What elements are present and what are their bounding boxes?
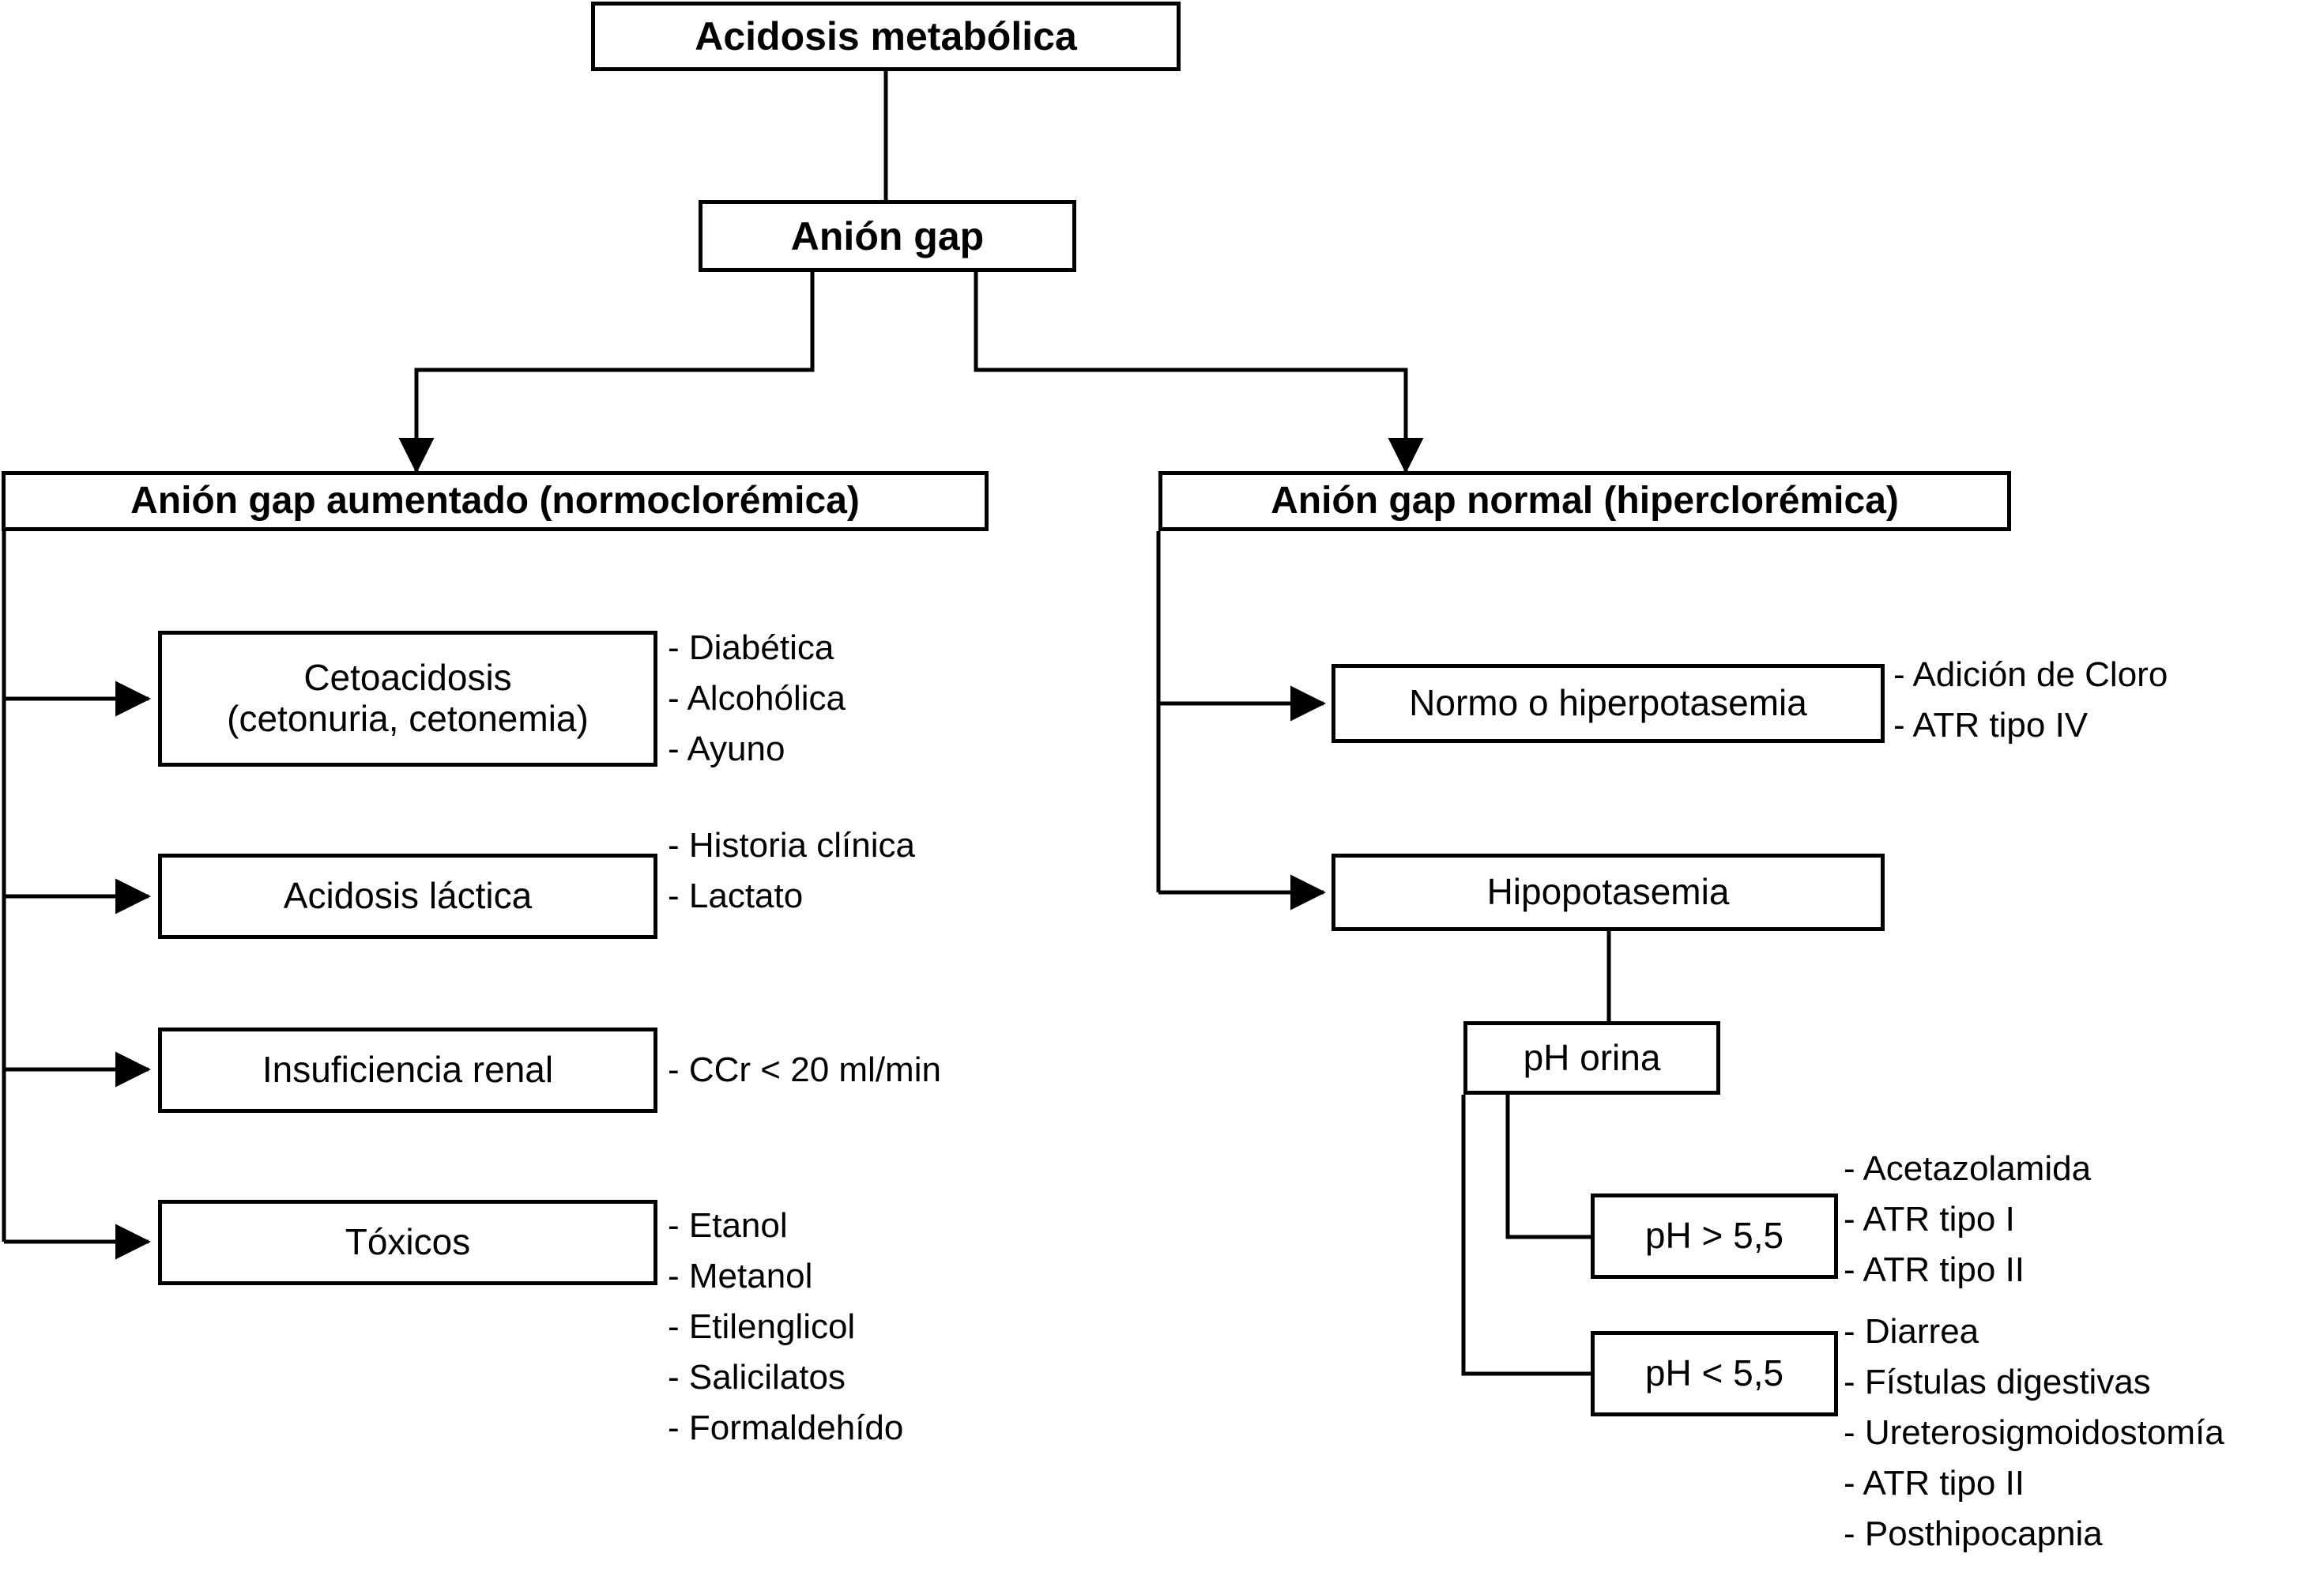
detail-list-insuficiencia-renal: - CCr < 20 ml/min (668, 1045, 941, 1095)
node-label: Anión gap (790, 213, 985, 258)
node-right-branch-header[interactable]: Anión gap normal (hiperclorémica) (1158, 471, 2011, 531)
detail-item: - Acetazolamida (1844, 1149, 2092, 1188)
detail-item: - Salicilatos (668, 1358, 846, 1397)
connector-decision-to-right-header (974, 272, 1424, 474)
node-hipopotasemia[interactable]: Hipopotasemia (1331, 854, 1885, 931)
detail-list-acidosis-lactica: - Historia clínica - Lactato (668, 820, 915, 922)
detail-item: - Etanol (668, 1206, 788, 1245)
detail-list-ph-less: - Diarrea - Fístulas digestivas - Ureter… (1844, 1307, 2224, 1559)
node-normo-o-hiperpotasemia[interactable]: Normo o hiperpotasemia (1331, 664, 1885, 743)
detail-item: - Formaldehído (668, 1408, 904, 1447)
detail-item: - ATR tipo IV (1893, 706, 2089, 745)
node-label: Acidosis metabólica (695, 14, 1077, 58)
detail-item: - ATR tipo I (1844, 1200, 2015, 1239)
node-label: Anión gap aumentado (normoclorémica) (130, 480, 860, 522)
detail-list-ph-greater: - Acetazolamida - ATR tipo I - ATR tipo … (1844, 1144, 2091, 1295)
detail-item: - Adición de Cloro (1893, 655, 2168, 694)
detail-item: - Metanol (668, 1257, 813, 1295)
node-label: Normo o hiperpotasemia (1409, 682, 1807, 724)
detail-item: - Diabética (668, 628, 834, 667)
detail-item: - CCr < 20 ml/min (668, 1050, 941, 1089)
node-label: Cetoacidosis (cetonuria, cetonemia) (227, 657, 589, 739)
connector-decision-to-left-header (398, 272, 815, 474)
node-left-branch-header[interactable]: Anión gap aumentado (normoclorémica) (2, 471, 989, 531)
detail-item: - ATR tipo II (1844, 1250, 2025, 1289)
detail-item: - Lactato (668, 877, 804, 915)
detail-item: - Ureterosigmoidostomía (1844, 1413, 2224, 1452)
node-acidosis-lactica[interactable]: Acidosis láctica (158, 854, 657, 939)
detail-item: - Diarrea (1844, 1312, 1979, 1351)
node-label: pH > 5,5 (1644, 1215, 1784, 1257)
detail-item: - Posthipocapnia (1844, 1514, 2103, 1553)
node-label: Acidosis láctica (283, 875, 533, 917)
node-anion-gap[interactable]: Anión gap (699, 200, 1076, 272)
detail-item: - ATR tipo II (1844, 1464, 2025, 1503)
detail-list-cetoacidosis: - Diabética - Alcohólica - Ayuno (668, 623, 846, 775)
node-label: pH orina (1523, 1036, 1661, 1078)
detail-item: - Alcohólica (668, 679, 846, 718)
node-label: Tóxicos (345, 1221, 471, 1263)
node-ph-greater-5-5[interactable]: pH > 5,5 (1591, 1193, 1838, 1279)
node-insuficiencia-renal[interactable]: Insuficiencia renal (158, 1028, 657, 1113)
node-cetoacidosis[interactable]: Cetoacidosis (cetonuria, cetonemia) (158, 631, 657, 767)
node-label: pH < 5,5 (1644, 1352, 1784, 1394)
node-label: Insuficiencia renal (262, 1049, 554, 1091)
detail-list-toxicos: - Etanol - Metanol - Etilenglicol - Sali… (668, 1201, 903, 1454)
detail-item: - Etilenglicol (668, 1307, 856, 1346)
detail-item: - Fístulas digestivas (1844, 1363, 2151, 1401)
node-toxicos[interactable]: Tóxicos (158, 1200, 657, 1285)
node-ph-orina[interactable]: pH orina (1463, 1021, 1720, 1095)
node-acidosis-metabolica[interactable]: Acidosis metabólica (591, 2, 1181, 71)
node-label: Hipopotasemia (1486, 871, 1730, 913)
detail-item: - Historia clínica (668, 826, 915, 865)
node-label: Anión gap normal (hiperclorémica) (1271, 480, 1899, 522)
detail-item: - Ayuno (668, 730, 785, 768)
detail-list-normo-o-hiperpotasemia: - Adición de Cloro - ATR tipo IV (1893, 650, 2168, 751)
node-ph-less-5-5[interactable]: pH < 5,5 (1591, 1331, 1838, 1416)
